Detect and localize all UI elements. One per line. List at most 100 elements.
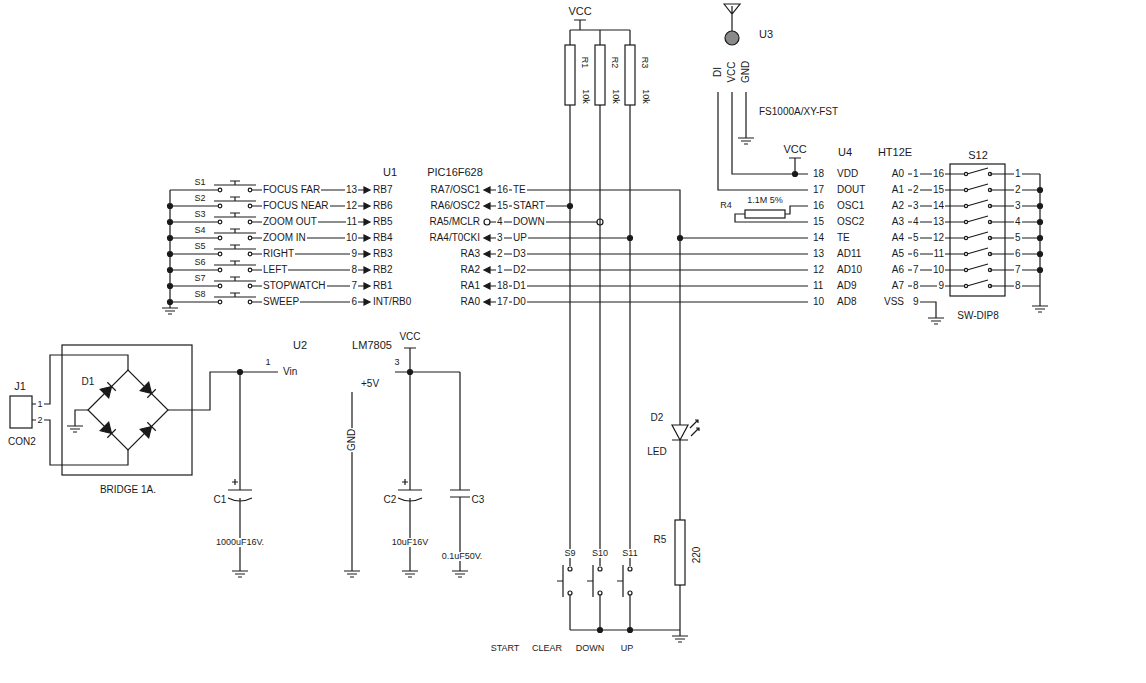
schematic-label: A7 (891, 281, 905, 291)
switch-contact (988, 188, 991, 191)
pin-arrow (484, 235, 490, 241)
schematic-label: LED (646, 447, 667, 457)
switch-contact (218, 268, 222, 272)
ground-symbol (1032, 300, 1048, 312)
pin-arrow (484, 299, 490, 305)
switch-contact (218, 204, 222, 208)
switch-contact (248, 268, 252, 272)
schematic-label: 6 (350, 297, 358, 307)
schematic-label: LEFT (262, 265, 288, 275)
resistor-symbol (565, 45, 575, 105)
schematic-label: 12 (812, 265, 825, 275)
schematic-label: S3 (193, 210, 206, 219)
schematic-label: VSS (883, 297, 905, 307)
schematic-label: D1 (512, 281, 527, 291)
schematic-label: 9 (350, 249, 358, 259)
schematic-label: A1 (891, 185, 905, 195)
schematic-label: 1000uF16V. (215, 538, 265, 547)
junction-dot (1038, 236, 1043, 241)
switch-contact (248, 300, 252, 304)
schematic-label: D0 (512, 297, 527, 307)
schematic-label: 5 (912, 233, 920, 243)
schematic-label: 17 (812, 185, 825, 195)
schematic-label: 13 (345, 185, 358, 195)
schematic-label: C3 (471, 495, 486, 505)
schematic-label: 4 (496, 217, 504, 227)
schematic-label: D3 (512, 249, 527, 259)
schematic-label: S1 (193, 178, 206, 187)
resistor-symbol (745, 210, 785, 218)
switch-contact (218, 300, 222, 304)
schematic-label: RB6 (372, 201, 393, 211)
schematic-label: FOCUS NEAR (262, 201, 330, 211)
schematic-label: Vin (282, 367, 298, 377)
schematic-label: VDD (836, 169, 859, 179)
schematic-label: S10 (591, 549, 609, 558)
diode-bar (147, 422, 155, 430)
ground-symbol (232, 565, 248, 577)
schematic-label: 16 (932, 169, 945, 179)
schematic-label: 18 (812, 169, 825, 179)
switch-contact (248, 188, 252, 192)
schematic-label: CON2 (7, 437, 37, 447)
schematic-label: START (512, 201, 546, 211)
schematic-label: A3 (891, 217, 905, 227)
schematic-label: RA1 (460, 281, 481, 291)
capacitor-symbol (228, 479, 252, 501)
schematic-label: D2 (650, 413, 665, 423)
schematic-label: 9 (937, 281, 945, 291)
schematic-label: VCC (567, 6, 592, 17)
switch-contact (988, 268, 991, 271)
schematic-label: RA4/T0CKI (428, 233, 481, 243)
pin-arrow (364, 267, 370, 273)
schematic-label: DI (713, 66, 723, 78)
switch-contact (988, 236, 991, 239)
schematic-label: SW-DIP8 (956, 311, 1000, 321)
schematic-label: STOPWATCH (262, 281, 327, 291)
schematic-label: FS1000A/XY-FST (758, 107, 839, 117)
ground-symbol (67, 420, 83, 432)
schematic-label: 1 (1014, 169, 1022, 179)
schematic-label: RB3 (372, 249, 393, 259)
switch-contact (964, 204, 967, 207)
schematic-label: 10 (812, 297, 825, 307)
switch-contact (568, 567, 572, 571)
schematic-label: RIGHT (262, 249, 295, 259)
schematic-label: 3 (912, 201, 920, 211)
schematic-label: A6 (891, 265, 905, 275)
schematic-label: S11 (621, 549, 638, 558)
pin-arrow (484, 283, 490, 289)
schematic-label: VCC (782, 144, 807, 155)
schematic-label: 8 (1014, 281, 1022, 291)
switch-contact (964, 236, 967, 239)
switch-contact (248, 220, 252, 224)
schematic-label: 3 (1014, 201, 1022, 211)
junction-dot (168, 284, 173, 289)
schematic-label: 13 (812, 249, 825, 259)
ground-symbol (402, 565, 418, 577)
switch-contact (248, 284, 252, 288)
dip-switch-body (950, 164, 1005, 296)
schematic-label: 11 (346, 217, 358, 227)
ground-symbol (738, 132, 754, 144)
schematic-label: BRIDGE 1A. (99, 485, 157, 495)
junction-dot (238, 370, 243, 375)
schematic-label: 9 (912, 297, 920, 307)
schematic-label: S5 (193, 242, 206, 251)
switch-contact (628, 591, 632, 595)
schematic-label: C1 (213, 495, 228, 505)
schematic-label: 14 (812, 233, 825, 243)
schematic-label: 11 (933, 249, 945, 259)
schematic-label: 7 (350, 281, 358, 291)
schematic-label: CLEAR (531, 644, 563, 653)
schematic-label: DOWN (512, 217, 546, 227)
schematic-label: 14 (932, 201, 945, 211)
schematic-label: 2 (36, 416, 43, 425)
schematic-label: A4 (891, 233, 905, 243)
schematic-label: FOCUS FAR (262, 185, 321, 195)
schematic-label: 5 (1014, 233, 1022, 243)
switch-contact (988, 172, 991, 175)
junction-dot (678, 236, 683, 241)
push-button-symbol (557, 565, 570, 630)
schematic-label: RA0 (460, 297, 481, 307)
